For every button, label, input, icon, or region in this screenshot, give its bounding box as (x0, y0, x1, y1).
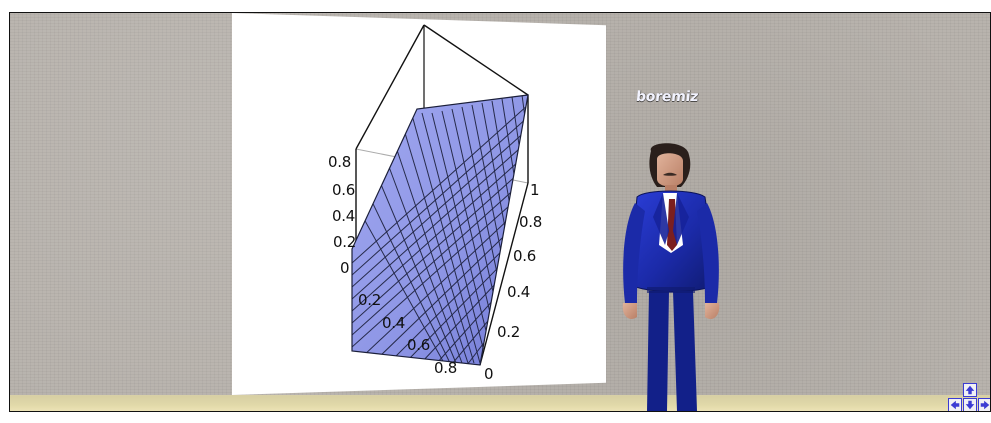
z-tick-label: 0 (340, 259, 349, 277)
avatar-lapel (653, 193, 669, 245)
z-tick-label: 0.4 (332, 207, 355, 225)
box-edge (423, 24, 529, 96)
y-tick-label: 1 (530, 181, 539, 199)
navigation-arrows (948, 383, 990, 411)
surface-plot: 0.8 0.6 0.4 0.2 0 1 0.8 0.6 0.4 0.2 0 0.… (328, 24, 542, 383)
avatar-mustache (663, 172, 677, 176)
right-arrow-icon (980, 400, 990, 410)
avatar-left-leg (647, 291, 669, 411)
z-tick-label: 0.6 (332, 181, 355, 199)
avatar-name-label: boremiz (635, 89, 700, 105)
y-tick-label: 0.2 (497, 323, 520, 341)
y-tick-label: 0 (484, 365, 493, 383)
left-arrow-icon (950, 400, 960, 410)
presentation-screen: 0.8 0.6 0.4 0.2 0 1 0.8 0.6 0.4 0.2 0 0.… (232, 13, 606, 395)
avatar[interactable] (607, 141, 737, 411)
up-arrow-icon (965, 385, 975, 395)
avatar-neck (665, 185, 677, 193)
z-tick-label: 0.8 (328, 153, 351, 171)
move-up-button[interactable] (963, 383, 977, 397)
x-tick-label: 0.4 (382, 314, 405, 332)
avatar-belt-shadow (647, 287, 695, 293)
y-tick-label: 0.6 (513, 247, 536, 265)
box-edge (479, 182, 529, 366)
down-arrow-icon (965, 400, 975, 410)
x-tick-label: 0.6 (407, 336, 430, 354)
y-tick-label: 0.4 (507, 283, 530, 301)
avatar-left-arm (623, 203, 645, 303)
y-tick-label: 0.8 (519, 213, 542, 231)
z-tick-label: 0.2 (333, 233, 356, 251)
3d-viewport[interactable]: 0.8 0.6 0.4 0.2 0 1 0.8 0.6 0.4 0.2 0 0.… (9, 12, 991, 412)
avatar-right-arm (697, 203, 719, 303)
avatar-lapel (673, 193, 689, 245)
surface-fill (351, 94, 529, 366)
avatar-right-leg (673, 291, 697, 411)
avatar-right-hand (705, 303, 720, 320)
x-tick-label: 0.8 (434, 359, 457, 377)
move-down-button[interactable] (963, 398, 977, 411)
x-tick-label: 0.2 (358, 291, 381, 309)
avatar-tie (667, 199, 677, 251)
move-right-button[interactable] (978, 398, 990, 411)
box-edge (355, 24, 425, 150)
move-left-button[interactable] (948, 398, 962, 411)
avatar-face (657, 153, 683, 187)
tick-labels: 0.8 0.6 0.4 0.2 0 1 0.8 0.6 0.4 0.2 0 0.… (328, 153, 542, 383)
floor-strip (10, 395, 990, 411)
avatar-left-hand (622, 303, 637, 320)
surface-mesh (351, 94, 529, 366)
